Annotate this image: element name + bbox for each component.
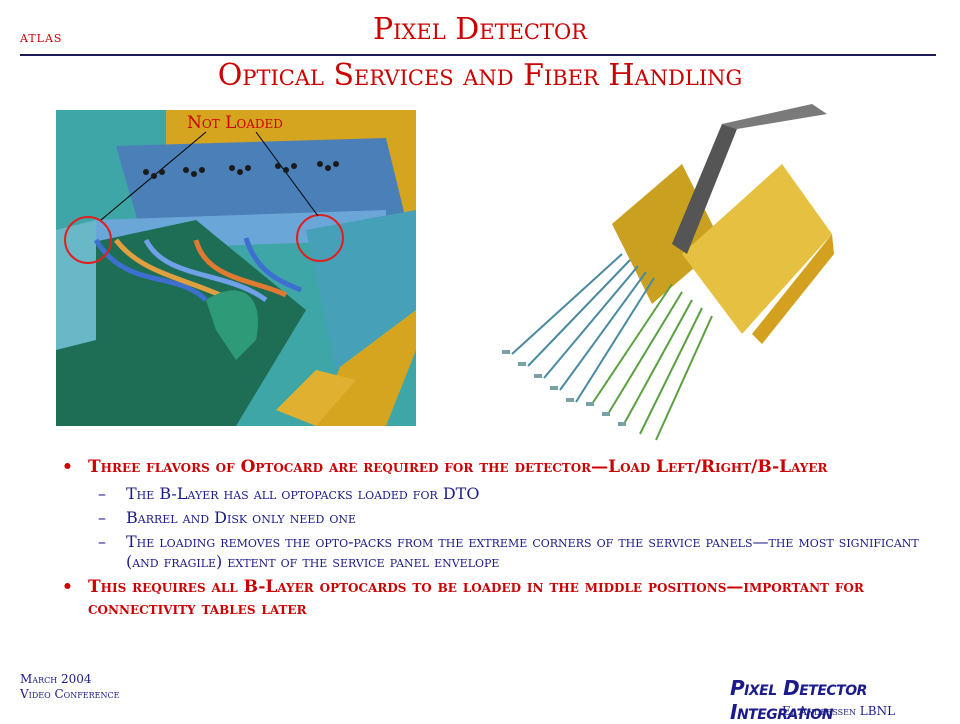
- bullet-text: Three flavors of Optocard are required f…: [88, 457, 828, 477]
- org-label: atlas: [20, 28, 63, 46]
- sub-bullet-text: The B-Layer has all optopacks loaded for…: [126, 484, 480, 503]
- bullet-marker: •: [62, 577, 73, 597]
- slide-title: Pixel Detector: [372, 12, 588, 47]
- footer-author: E. Anderssen LBNL: [782, 704, 896, 718]
- dash-marker: –: [98, 508, 106, 527]
- sub-bullet-text: The loading removes the opto-packs from …: [126, 532, 919, 571]
- footer-meta: March 2004 Video Conference: [20, 672, 119, 702]
- bullet-text: This requires all B-Layer optocards to b…: [88, 577, 864, 619]
- slide-subtitle: Optical Services and Fiber Handling: [217, 58, 743, 93]
- not-loaded-callout: Not Loaded: [187, 113, 283, 133]
- dash-marker: –: [98, 532, 106, 551]
- sub-bullet-item: – The loading removes the opto-packs fro…: [62, 532, 932, 572]
- footer-event: Video Conference: [20, 687, 120, 701]
- optocard-panel-image: [56, 110, 416, 426]
- sub-bullet-item: – Barrel and Disk only need one: [62, 508, 932, 528]
- sub-bullet-text: Barrel and Disk only need one: [126, 508, 357, 527]
- bullet-item: • Three flavors of Optocard are required…: [62, 456, 932, 478]
- bullet-marker: •: [62, 457, 73, 477]
- title-divider: [20, 54, 936, 56]
- bullet-item: • This requires all B-Layer optocards to…: [62, 576, 932, 620]
- bullet-list: • Three flavors of Optocard are required…: [62, 456, 932, 626]
- footer-date: March 2004: [20, 672, 92, 686]
- fiber-bundle-image: [482, 104, 834, 444]
- dash-marker: –: [98, 484, 106, 503]
- sub-bullet-item: – The B-Layer has all optopacks loaded f…: [62, 484, 932, 504]
